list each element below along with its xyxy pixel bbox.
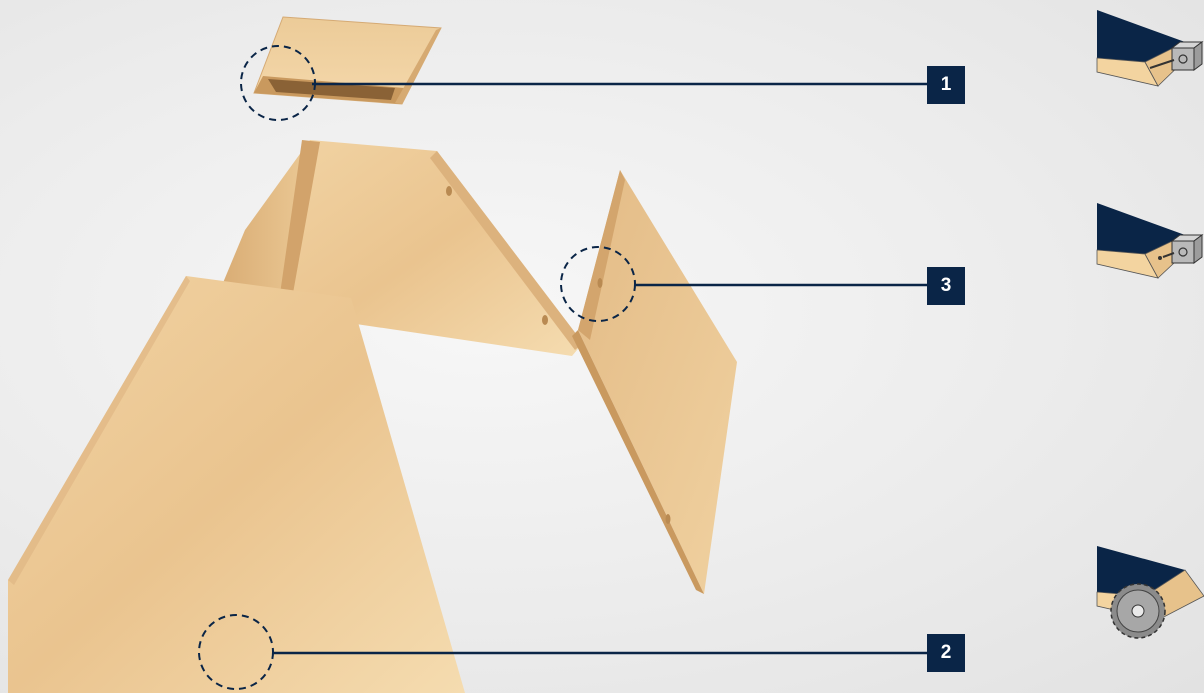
side-panel: [572, 170, 737, 594]
trough-piece: [220, 140, 583, 356]
callout-box-1: [927, 66, 965, 104]
callout-number-2: 2: [940, 642, 952, 663]
callout-box-3: [927, 267, 965, 305]
dowel-drill-icon: [1096, 203, 1204, 279]
top-cap-piece: [253, 16, 442, 105]
callout-number-3: 3: [940, 275, 952, 296]
front-panel: [8, 276, 465, 693]
callout-number-1: 1: [940, 74, 952, 95]
dowel-drill-with-pin-icon: [1096, 10, 1204, 87]
saw-blade-icon: [1096, 546, 1204, 639]
callout-box-2: [927, 634, 965, 672]
